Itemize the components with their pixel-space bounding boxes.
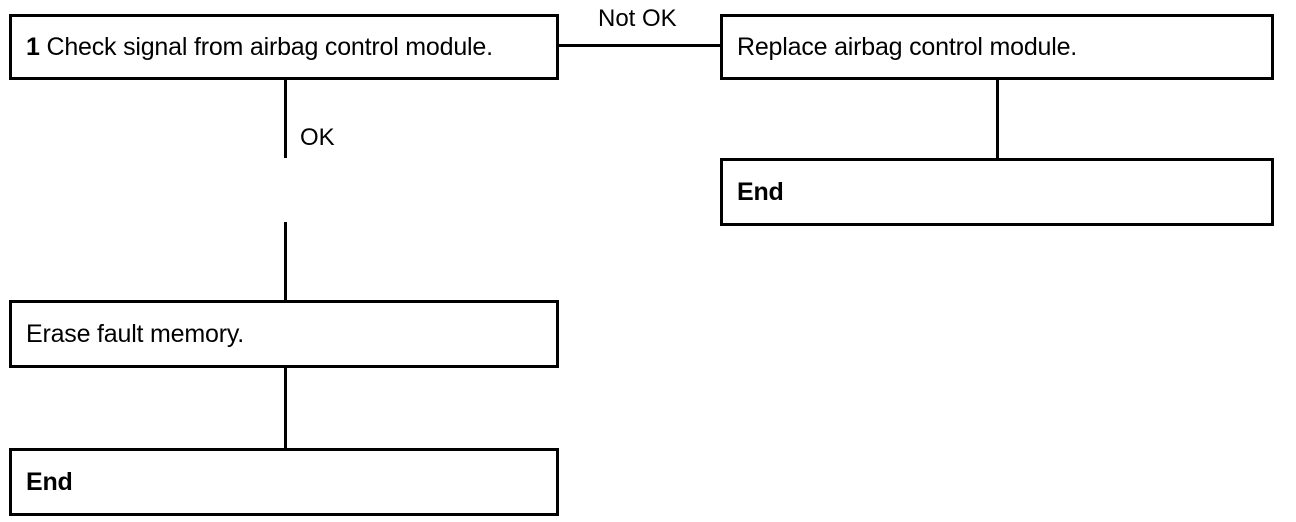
not-ok-connector xyxy=(559,44,722,47)
end-left-text: End xyxy=(26,467,73,496)
end-box-left: End xyxy=(9,448,559,516)
end-right-text: End xyxy=(737,177,784,206)
ok-connector-upper xyxy=(284,80,287,158)
step-spacer xyxy=(40,33,47,62)
end-box-right: End xyxy=(720,158,1274,226)
step1-text: Check signal from airbag control module. xyxy=(46,32,493,61)
replace-module-box: Replace airbag control module. xyxy=(720,14,1274,80)
replace-module-text: Replace airbag control module. xyxy=(737,32,1078,61)
step1-check-signal-box: 1 Check signal from airbag control modul… xyxy=(9,14,559,80)
erase-to-end-connector xyxy=(284,368,287,450)
not-ok-label: Not OK xyxy=(598,5,677,32)
erase-fault-memory-text: Erase fault memory. xyxy=(26,319,245,348)
erase-fault-memory-box: Erase fault memory. xyxy=(9,300,559,368)
ok-connector-lower xyxy=(284,222,287,302)
step1-number: 1 xyxy=(26,32,40,61)
replace-to-end-connector xyxy=(996,80,999,160)
ok-label: OK xyxy=(300,124,335,151)
